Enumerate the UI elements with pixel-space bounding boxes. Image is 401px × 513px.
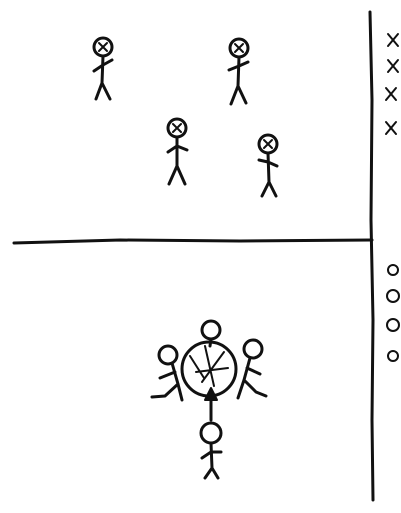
o-tally-mark bbox=[386, 318, 400, 332]
o-head-stick-figure bbox=[236, 338, 268, 400]
o-head-stick-figure bbox=[199, 421, 223, 480]
x-head-stick-figure bbox=[257, 133, 279, 198]
x-head-stick-figure bbox=[227, 37, 250, 106]
o-tally-group bbox=[386, 264, 400, 362]
o-head-stick-figure bbox=[150, 344, 184, 402]
o-tally-mark bbox=[387, 264, 399, 276]
x-head-stick-figure bbox=[92, 36, 114, 101]
vertical-divider-line bbox=[368, 10, 375, 502]
x-tally-mark bbox=[387, 33, 399, 47]
x-tally-mark bbox=[385, 87, 397, 101]
x-tally-mark bbox=[385, 121, 397, 135]
o-head-stick-figure bbox=[200, 319, 222, 348]
horizontal-divider-line bbox=[12, 238, 374, 245]
up-arrow bbox=[204, 387, 218, 422]
o-tally-mark bbox=[386, 289, 400, 303]
o-head-huddle bbox=[150, 319, 268, 480]
o-tally-mark bbox=[387, 350, 399, 362]
x-tally-mark bbox=[387, 59, 399, 73]
x-tally-group bbox=[385, 33, 399, 135]
huddle-arms bbox=[189, 345, 229, 387]
x-head-stick-figure bbox=[166, 117, 189, 186]
